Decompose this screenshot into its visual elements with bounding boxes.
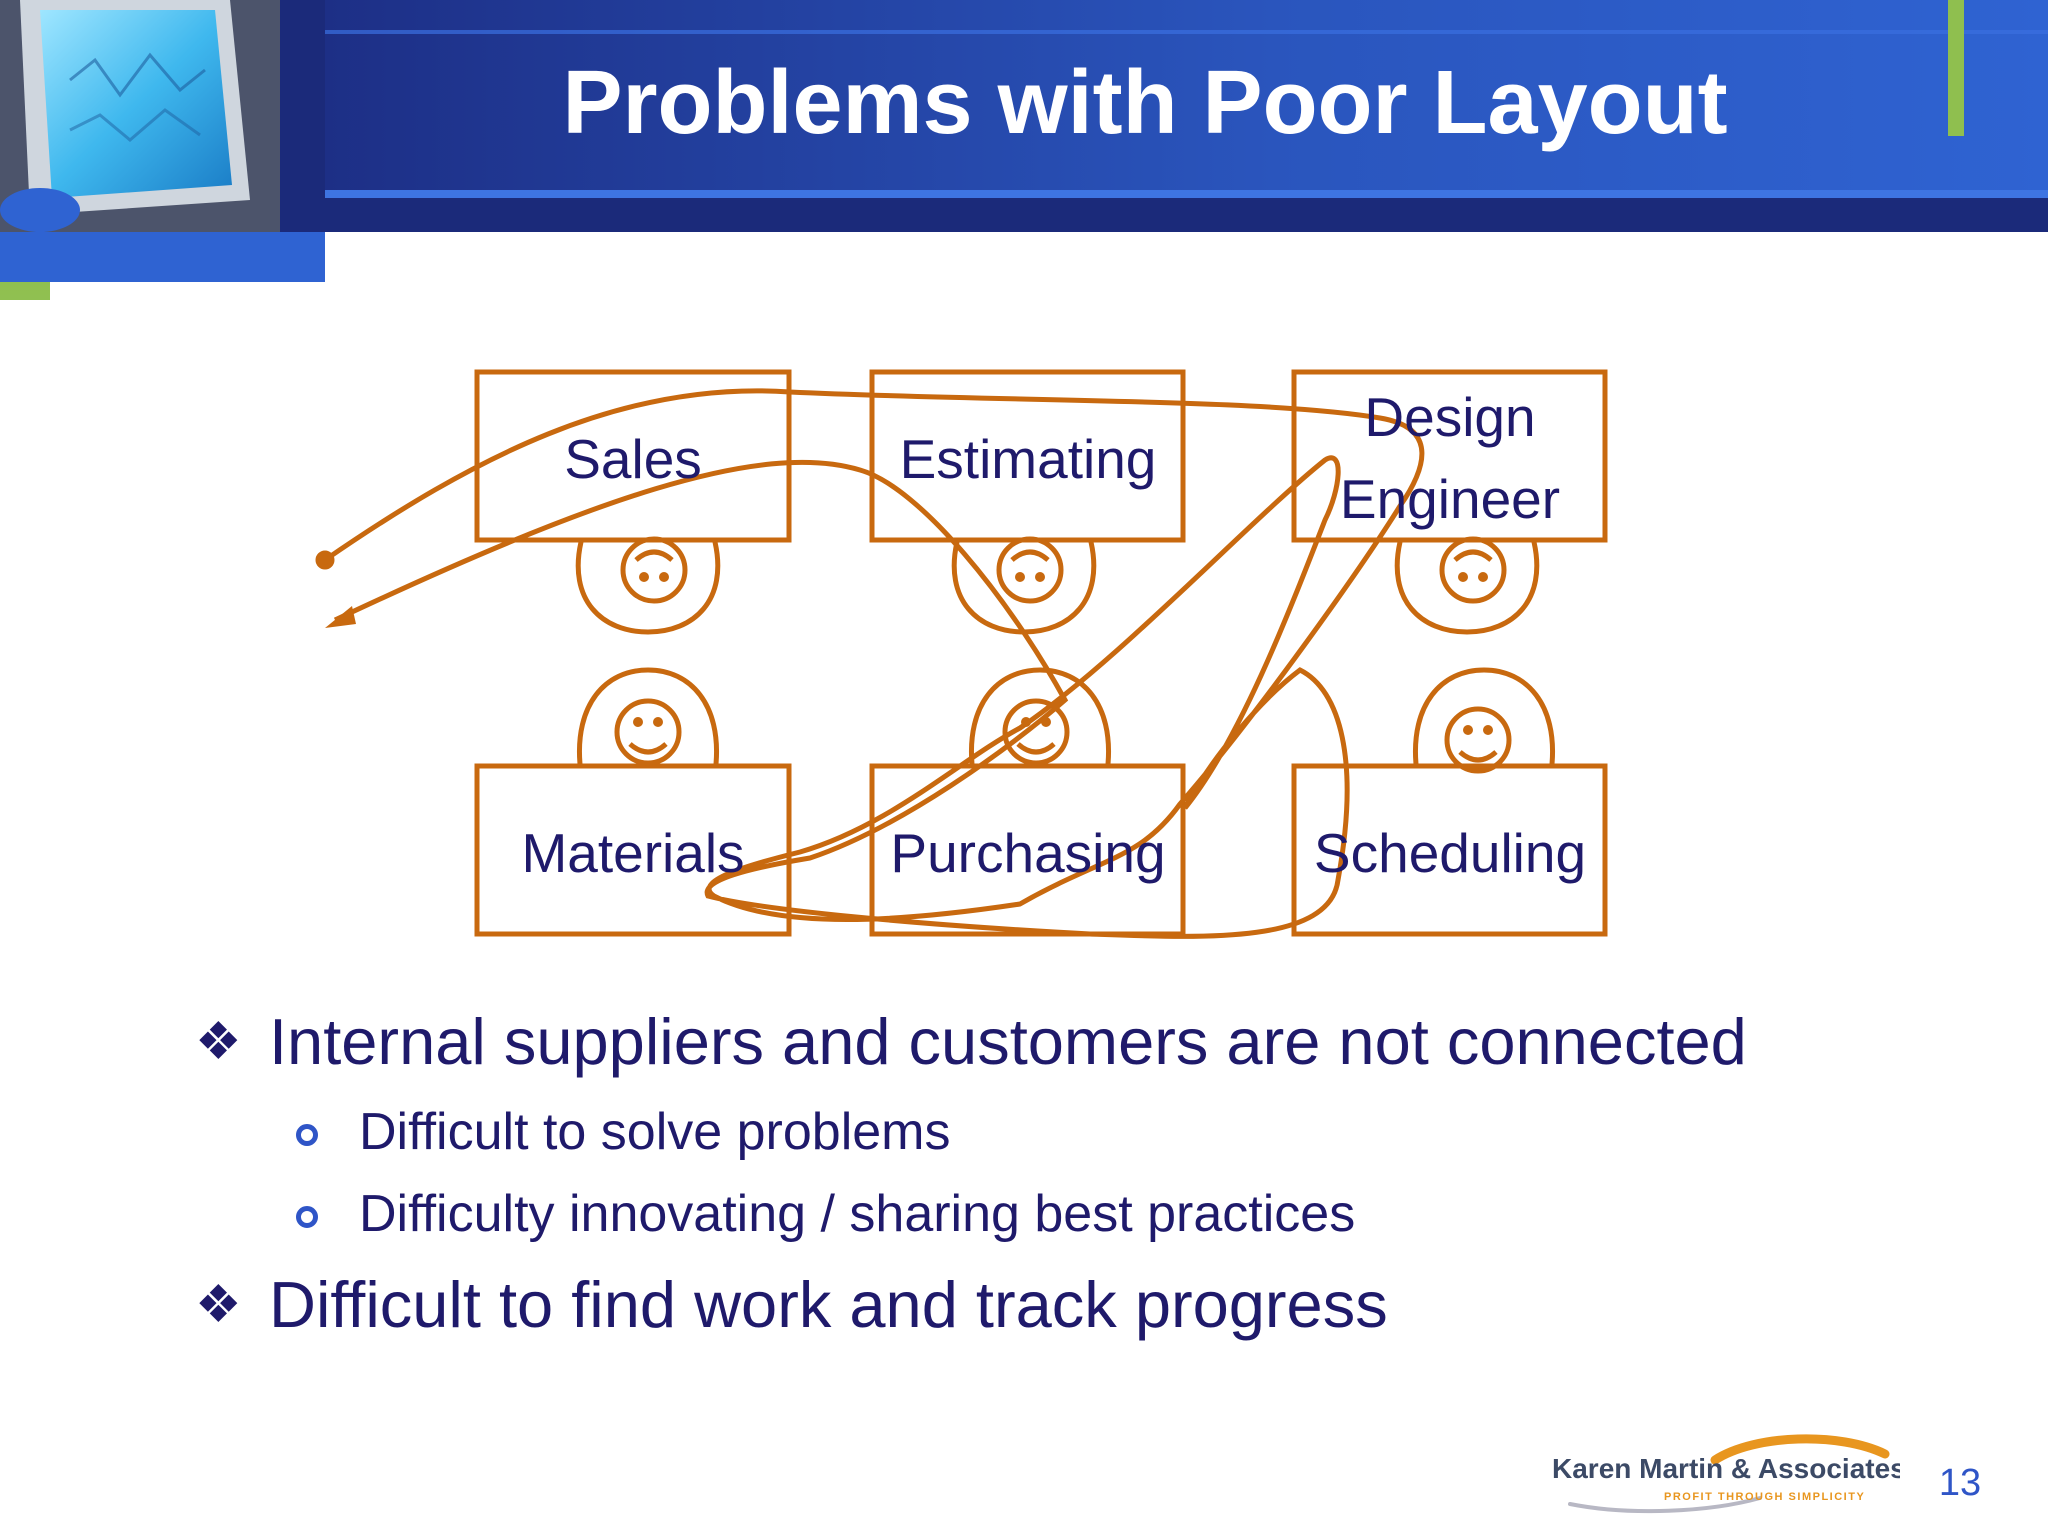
dept-label-scheduling: Scheduling [1314,822,1586,884]
company-logo: Karen Martin & Associates PROFIT THROUGH… [1552,1434,1900,1514]
diamond-bullet-icon: ❖ [195,1013,242,1071]
person-scheduling [1412,667,1556,765]
smile-face-purchasing [1002,698,1070,766]
dept-box-materials [474,763,792,937]
frown-face-design-engineer [1439,536,1507,604]
logo-name: Karen Martin & Associates [1552,1453,1900,1484]
person-purchasing [968,667,1112,765]
smile-face-materials [614,698,682,766]
dept-box-scheduling [1291,763,1608,937]
frown-face-estimating [996,536,1064,604]
dept-label-design-engineer-line1: Design [1364,386,1535,448]
circle-bullet-icon [296,1206,318,1228]
logo-tagline: PROFIT THROUGH SIMPLICITY [1664,1491,1865,1503]
dept-box-sales [474,369,792,543]
workflow-path [323,388,1425,939]
workflow-arrowhead [325,606,356,628]
dept-label-materials: Materials [521,822,744,884]
person-design-engineer [1394,541,1540,635]
page-number: 13 [1938,1462,1982,1504]
layout-diagram: Sales Estimating Design Engineer Materia… [315,369,1608,939]
computer-image [0,0,280,232]
circle-bullet-icon [296,1124,318,1146]
frown-face-sales [620,536,688,604]
smile-face-scheduling [1444,706,1512,774]
dept-label-purchasing: Purchasing [890,822,1165,884]
person-materials [576,667,720,765]
person-sales [575,541,721,635]
dept-label-estimating: Estimating [900,428,1157,490]
workflow-start-dot [315,550,335,570]
slide-header [0,0,2048,300]
diamond-bullet-icon: ❖ [195,1276,242,1334]
dept-box-design-engineer [1291,369,1608,543]
dept-label-design-engineer-line2: Engineer [1340,468,1560,530]
dept-label-sales: Sales [564,428,702,490]
dept-box-purchasing [869,763,1186,937]
slide-title: Problems with Poor Layout [562,53,1728,153]
